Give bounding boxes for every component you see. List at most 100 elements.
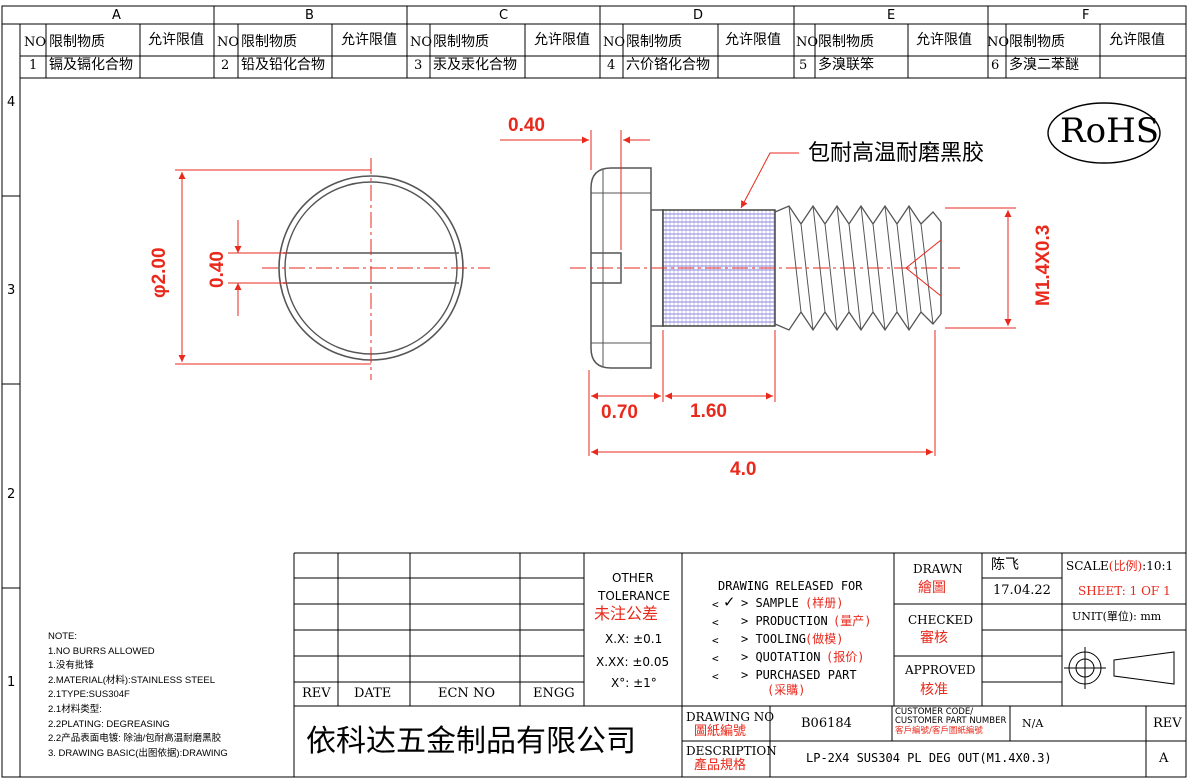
substance-name: 汞及汞化合物 (433, 57, 517, 73)
head-front-view (262, 158, 490, 380)
rohs-label: RoHS (1060, 111, 1160, 151)
projection-symbol (1064, 647, 1175, 689)
tolerance-x2: X.XX: ±0.05 (596, 655, 670, 669)
no-header: NO (24, 35, 47, 50)
column-label: A (112, 8, 121, 23)
diameter-label: φ2.00 (149, 247, 170, 298)
substance-header: 限制物质 (626, 34, 682, 50)
column-label: E (887, 8, 896, 23)
substance-no: 4 (607, 58, 616, 73)
rev-value: A (1159, 751, 1169, 766)
callout-text: 包耐高温耐磨黑胶 (808, 141, 985, 166)
substance-header: 限制物质 (818, 34, 874, 50)
substance-name: 多溴联笨 (818, 57, 874, 73)
release-tooling-cn: (做模) (805, 632, 844, 646)
customer-label-cn: 客戶編號/客戶圖紙編號 (895, 726, 983, 736)
length-dimensions (588, 330, 936, 456)
rohs-mark (1047, 102, 1161, 164)
note-line: 2.2产品表面电镀: 除油/包耐高温耐磨黑胶 (48, 733, 222, 745)
checked-label-cn: 審核 (920, 630, 948, 646)
drawn-date: 17.04.22 (993, 583, 1051, 598)
notes: NOTE: 1.NO BURRS ALLOWED 1.没有批锋 2.MATERI… (48, 630, 228, 761)
substance-header: 限制物质 (1009, 34, 1065, 50)
release-tooling: > TOOLING (741, 632, 807, 646)
diameter-dimension (175, 169, 371, 365)
approved-label: APPROVED (905, 663, 976, 677)
limit-header: 允许限值 (916, 32, 972, 48)
release-quotation: > QUOTATION (741, 650, 821, 664)
release-production-cn: (量产) (833, 614, 872, 628)
tolerance-x1: X.X: ±0.1 (605, 632, 663, 646)
engg-header: ENGG (533, 686, 575, 701)
total-length-label: 4.0 (730, 459, 757, 480)
scale-label: SCALE(比例):10:1 (1066, 560, 1173, 572)
slot-depth-label: 0.40 (508, 115, 545, 136)
sheet-label: SHEET: 1 OF 1 (1078, 584, 1171, 598)
note-line: 3. DRAWING BASIC(出图依据):DRAWING (48, 747, 228, 759)
substance-no: 2 (221, 58, 230, 73)
release-purchased: > PURCHASED PART (741, 668, 857, 682)
drawing-no-label-cn: 圖紙編號 (694, 724, 747, 739)
unit-label: UNIT(單位): mm (1072, 611, 1161, 622)
tolerance-x3: X°: ±1° (611, 676, 657, 690)
description-label: DESCRIPTION (686, 744, 777, 758)
drawing-no-value: B06184 (801, 716, 852, 731)
approved-label-cn: 核准 (920, 682, 948, 698)
tolerance-title-cn: 未注公差 (594, 604, 659, 623)
substance-header: 限制物质 (241, 34, 297, 50)
release-title: DRAWING RELEASED FOR (718, 579, 863, 593)
release-sample-cn: (样册) (805, 596, 844, 610)
release-production: > PRODUCTION (741, 614, 828, 628)
slot-width-label: 0.40 (207, 251, 228, 288)
no-header: NO (217, 35, 240, 50)
scale-value: :10:1 (1142, 559, 1174, 573)
rev-label: REV (1153, 716, 1182, 731)
row-label: 3 (7, 283, 16, 298)
column-label: D (693, 8, 704, 23)
note-line: NOTE: (48, 631, 78, 642)
description-label-cn: 產品規格 (694, 758, 747, 773)
column-label: C (499, 8, 509, 23)
release-mark: < (712, 616, 719, 629)
thread-label: M1.4X0.3 (1033, 224, 1054, 306)
row-label: 4 (7, 95, 16, 110)
limit-header: 允许限值 (148, 32, 204, 48)
release-mark: < (712, 652, 719, 665)
substance-no: 6 (991, 58, 1000, 73)
check-icon: ✓ (724, 592, 735, 612)
substance-table-grid (20, 24, 1186, 79)
no-header: NO (603, 35, 626, 50)
release-mark: < (712, 670, 719, 683)
note-line: 1.没有批锋 (48, 660, 94, 672)
no-header: NO (796, 35, 819, 50)
column-label: B (305, 8, 314, 23)
tolerance-title: OTHER (612, 571, 654, 585)
drawing-no-label: DRAWING NO (686, 710, 775, 724)
title-block-grid (293, 552, 1186, 777)
release-quotation-cn: (报价) (826, 650, 865, 664)
substance-name: 铅及铅化合物 (241, 57, 325, 73)
substance-header: 限制物质 (433, 34, 489, 50)
note-line: 2.1材料类型: (48, 703, 102, 715)
release-mark: < (712, 598, 719, 611)
release-purchased-cn: (采購) (767, 683, 806, 697)
company-name: 依科达五金制品有限公司 (306, 724, 636, 759)
customer-value: N/A (1022, 717, 1044, 730)
scale-text-cn: (比例) (1108, 559, 1143, 573)
knurl-length-label: 1.60 (690, 401, 727, 422)
substance-name: 多溴二苯醚 (1009, 57, 1079, 73)
substance-no: 5 (799, 58, 808, 73)
note-line: 2.1TYPE:SUS304F (48, 689, 130, 701)
checked-label: CHECKED (908, 613, 973, 627)
release-sample: > SAMPLE (741, 596, 799, 610)
tolerance-title: TOLERANCE (598, 589, 671, 603)
unit-text-cn: 單位 (1106, 610, 1129, 623)
substance-no: 1 (29, 58, 38, 73)
drawn-name: 陈飞 (991, 557, 1019, 573)
slot-width-dimension (228, 220, 288, 316)
limit-header: 允许限值 (534, 32, 590, 48)
note-line: 1.NO BURRS ALLOWED (48, 645, 155, 657)
date-header: DATE (354, 686, 392, 701)
row-label: 1 (7, 675, 16, 690)
